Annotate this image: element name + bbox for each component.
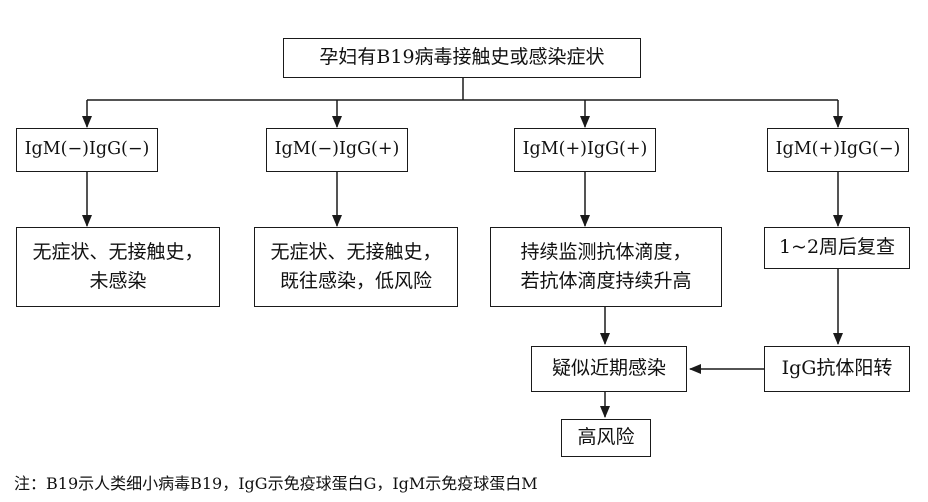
igg-positive-label: IgG抗体阳转 [781,357,893,380]
result-monitor-titer: 持续监测抗体滴度， 若抗体滴度持续升高 [490,227,722,307]
result-line: 无症状、无接触史， [32,240,204,263]
result-recheck: 1~2周后复查 [764,227,910,269]
high-risk-node: 高风险 [561,419,651,457]
test-node-igm-pos-igg-pos: IgM(+)IgG(+) [514,128,656,172]
test-node-igm-neg-igg-neg: IgM(−)IgG(−) [16,128,158,172]
root-node: 孕妇有B19病毒接触史或感染症状 [283,38,641,78]
test-label: IgM(+)IgG(−) [775,139,901,160]
igg-seroconversion-node: IgG抗体阳转 [764,346,910,392]
footnote: 注：B19示人类细小病毒B19，IgG示免疫球蛋白G，IgM示免疫球蛋白M [14,474,538,493]
result-not-infected: 无症状、无接触史， 未感染 [16,227,220,307]
test-label: IgM(−)IgG(−) [24,139,150,160]
test-node-igm-neg-igg-pos: IgM(−)IgG(+) [266,128,408,172]
test-node-igm-pos-igg-neg: IgM(+)IgG(−) [767,128,909,172]
result-past-infection: 无症状、无接触史， 既往感染，低风险 [254,227,458,307]
high-risk-label: 高风险 [577,426,635,449]
suspected-label: 疑似近期感染 [551,357,666,380]
test-label: IgM(+)IgG(+) [522,139,648,160]
result-line: 1~2周后复查 [778,236,896,259]
result-line: 无症状、无接触史， [270,240,442,263]
root-label: 孕妇有B19病毒接触史或感染症状 [319,46,605,69]
result-line: 既往感染，低风险 [279,270,432,292]
suspected-recent-infection-node: 疑似近期感染 [531,346,687,392]
result-line: 未感染 [89,270,147,292]
test-label: IgM(−)IgG(+) [274,139,400,160]
result-line: 若抗体滴度持续升高 [520,270,692,292]
result-line: 持续监测抗体滴度， [520,240,692,263]
